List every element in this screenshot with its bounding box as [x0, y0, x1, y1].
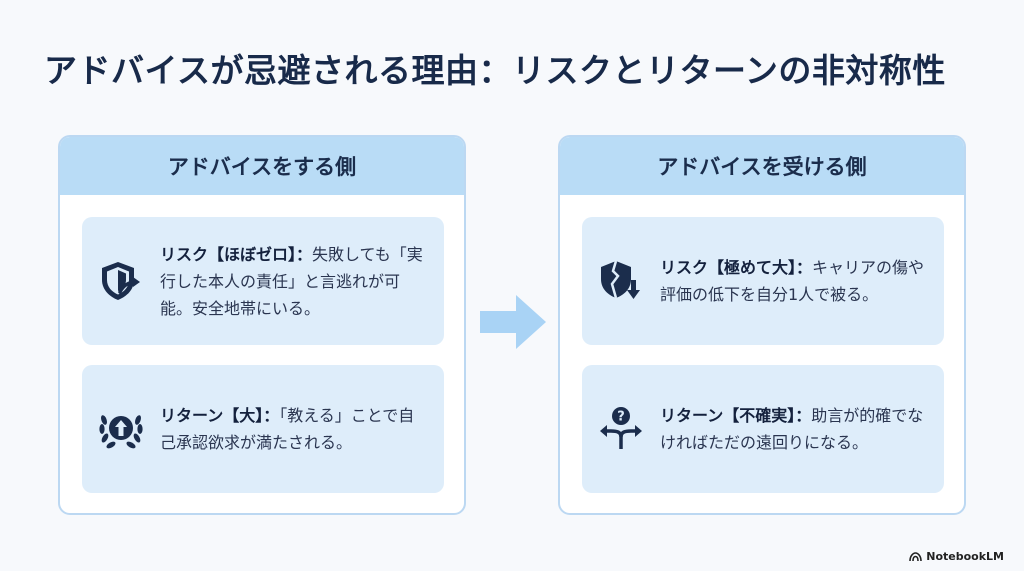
receiver-risk-text: リスク【極めて大】：キャリアの傷や評価の低下を自分1人で被る。 — [660, 254, 944, 308]
giver-risk-text: リスク【ほぼゼロ】：失敗しても「実行した本人の責任」と言逃れが可能。安全地帯にい… — [160, 241, 444, 322]
advice-receiver-header: アドバイスを受ける側 — [560, 137, 964, 195]
page-title: アドバイスが忌避される理由：リスクとリターンの非対称性 — [44, 51, 946, 90]
giver-risk-body: 失敗しても「実行した本人の責任」と言逃れが可能。安全地帯にいる。 — [160, 244, 423, 318]
advice-giver-header: アドバイスをする側 — [60, 137, 464, 195]
svg-text:?: ? — [617, 410, 625, 425]
laurel-up-arrow-icon — [82, 406, 160, 452]
right-arrow-icon — [480, 295, 546, 349]
receiver-return-card: ? リターン【不確実】：助言が的確でなければただの遠回りになる。 — [582, 365, 944, 493]
separator: ： — [296, 244, 313, 264]
giver-risk-card: リスク【ほぼゼロ】：失敗しても「実行した本人の責任」と言逃れが可能。安全地帯にい… — [82, 217, 444, 345]
question-fork-icon: ? — [582, 405, 660, 453]
notebooklm-logo: NotebookLM — [909, 550, 1004, 563]
receiver-risk-body: キャリアの傷や評価の低下を自分1人で被る。 — [660, 258, 925, 304]
separator: ： — [263, 406, 280, 425]
giver-risk-label: リスク【ほぼゼロ】 — [160, 244, 297, 264]
giver-return-card: リターン【大】：「教える」ことで自己承認欲求が満たされる。 — [82, 365, 444, 493]
receiver-return-text: リターン【不確実】：助言が的確でなければただの遠回りになる。 — [660, 402, 944, 456]
notebooklm-icon — [909, 551, 923, 561]
shield-arrow-icon — [82, 258, 160, 304]
advice-giver-panel: アドバイスをする側 リスク【ほぼゼロ】：失敗しても「実行した本人の責任」と言逃れ… — [58, 135, 466, 515]
receiver-return-label: リターン【不確実】 — [660, 406, 796, 425]
giver-return-body: 「教える」ことで自己承認欲求が満たされる。 — [160, 406, 415, 452]
broken-shield-icon — [582, 258, 660, 304]
receiver-risk-card: リスク【極めて大】：キャリアの傷や評価の低下を自分1人で被る。 — [582, 217, 944, 345]
giver-return-label: リターン【大】 — [160, 406, 264, 425]
advice-receiver-panel: アドバイスを受ける側 リスク【極めて大】：キャリアの傷や評価の低下を自分1人で被… — [558, 135, 966, 515]
receiver-risk-label: リスク【極めて大】 — [660, 258, 797, 277]
brand-label: NotebookLM — [926, 550, 1004, 563]
receiver-return-body: 助言が的確でなければただの遠回りになる。 — [660, 406, 924, 452]
separator: ： — [795, 406, 812, 425]
giver-return-text: リターン【大】：「教える」ことで自己承認欲求が満たされる。 — [160, 402, 444, 456]
separator: ： — [796, 258, 813, 277]
